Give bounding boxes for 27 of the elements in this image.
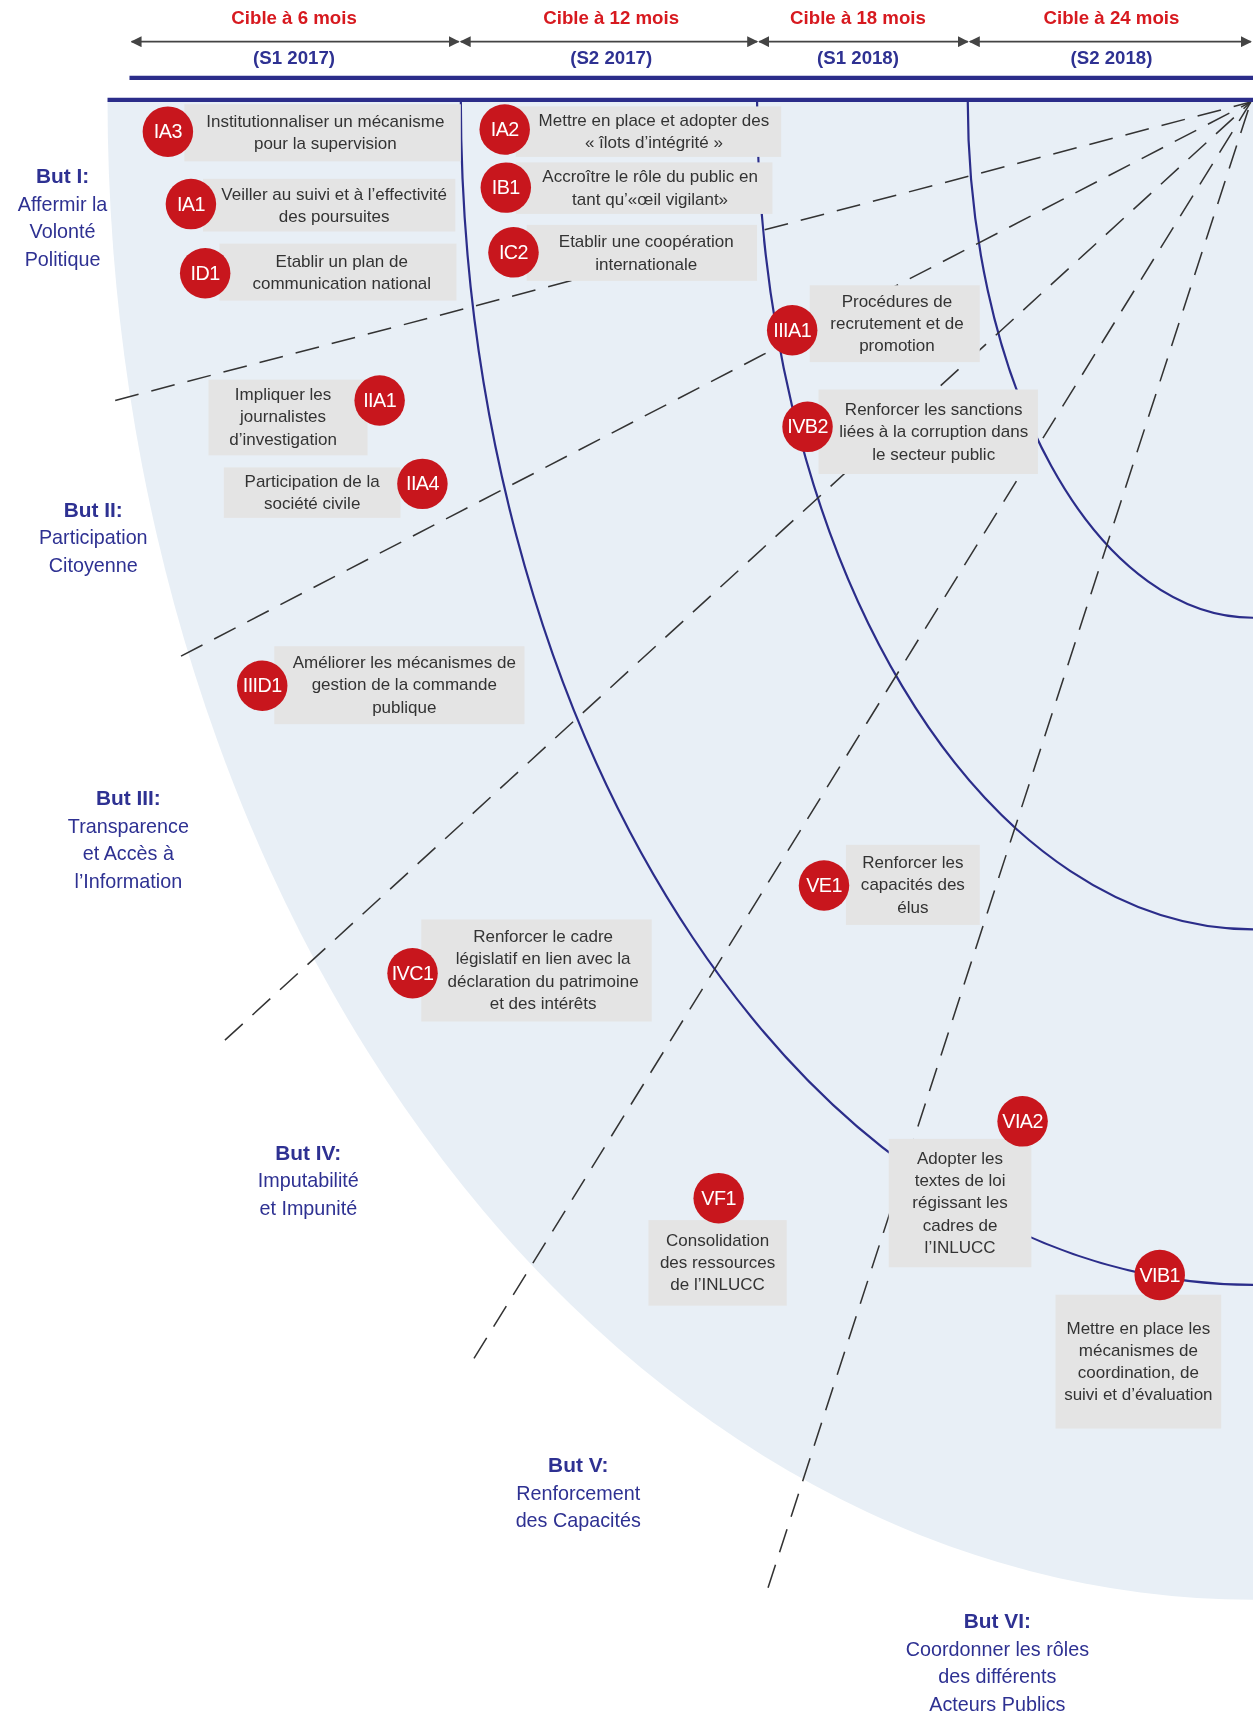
goal-description: Transparence et Accès à l’Information: [66, 814, 190, 894]
goal-description: Affermir la Volonté Politique: [16, 192, 109, 272]
target-heading: Cible à 24 mois: [1043, 7, 1180, 30]
goal-title: But III:: [95, 786, 161, 811]
action-panel: Renforcer les capacités des élus: [845, 844, 980, 925]
goal-title: But VI:: [963, 1609, 1031, 1634]
period-label: (S2 2017): [570, 47, 653, 70]
goal-description: Participation Citoyenne: [37, 525, 149, 578]
period-label: (S1 2017): [253, 47, 335, 70]
action-panel: Adopter les textes de loi régissant les cadres de l’INLUCC: [888, 1138, 1032, 1268]
goal-title: But I:: [35, 164, 90, 189]
target-heading: Cible à 6 mois: [231, 7, 357, 30]
goal-title: But II:: [63, 498, 123, 523]
period-label: (S1 2018): [817, 47, 899, 70]
period-label: (S2 2018): [1070, 47, 1153, 70]
target-heading: Cible à 18 mois: [790, 7, 926, 30]
action-panel: Institutionnaliser un mécanisme pour la supervision: [184, 104, 461, 162]
target-heading: Cible à 12 mois: [543, 7, 680, 30]
goal-description: Coordonner les rôles des différents Acteurs Publics: [904, 1637, 1090, 1717]
action-panel: Mettre en place les mécanismes de coordination, de suivi et d’évaluation: [1055, 1294, 1222, 1429]
goal-description: Renforcement des Capacités: [514, 1481, 642, 1534]
action-panel: Etablir un plan de communication national: [219, 243, 457, 301]
goal-description: Imputabilité et Impunité: [256, 1168, 360, 1221]
action-panel: Consolidation des ressources de l’INLUCC: [648, 1220, 787, 1306]
action-panel: Participation de la société civile: [223, 467, 401, 519]
goal-title: But IV:: [275, 1141, 342, 1166]
goal-title: But V:: [548, 1453, 609, 1478]
